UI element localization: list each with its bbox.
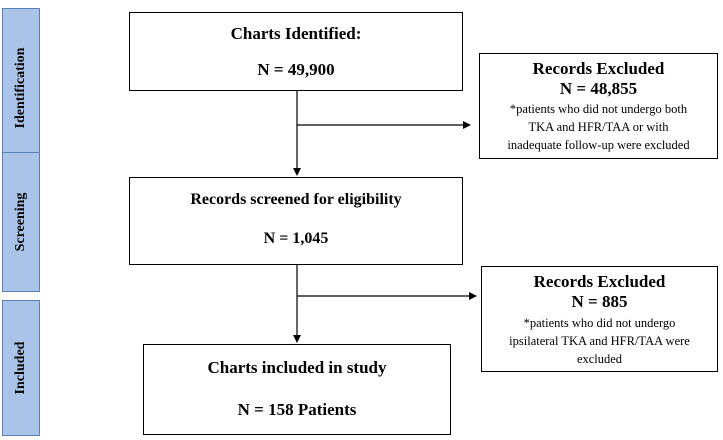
excluded-1-title: Records Excluded xyxy=(532,59,665,78)
excluded-1-note-line-2: TKA and HFR/TAA or with xyxy=(528,120,669,134)
screened-box: Records screened for eligibility N = 1,0… xyxy=(129,177,463,265)
identified-count: N = 49,900 xyxy=(257,60,335,79)
excluded-box-1: Records Excluded N = 48,855 *patients wh… xyxy=(479,53,718,159)
screened-count: N = 1,045 xyxy=(263,230,329,247)
included-title: Charts included in study xyxy=(207,358,387,377)
excluded-2-note-line-3: excluded xyxy=(576,352,623,366)
identified-title: Charts Identified: xyxy=(230,24,362,43)
phase-identification: Identification xyxy=(2,8,40,168)
excluded-1-note-line-1: *patients who did not undergo both xyxy=(509,102,688,116)
excluded-box-2: Records Excluded N = 885 *patients who d… xyxy=(481,266,718,372)
included-box: Charts included in study N = 158 Patient… xyxy=(143,344,451,435)
identified-box: Charts Identified: N = 49,900 xyxy=(129,12,463,91)
included-count: N = 158 Patients xyxy=(237,400,357,419)
phase-included: Included xyxy=(2,300,40,436)
phase-screening: Screening xyxy=(2,152,40,292)
excluded-2-count: N = 885 xyxy=(571,292,628,311)
excluded-1-note-line-3: inadequate follow-up were excluded xyxy=(507,138,690,152)
excluded-2-note-line-1: *patients who did not undergo xyxy=(523,316,676,330)
screened-title: Records screened for eligibility xyxy=(190,191,402,208)
excluded-2-note-line-2: ipsilateral TKA and HFR/TAA were xyxy=(509,334,690,348)
excluded-1-count: N = 48,855 xyxy=(559,79,638,98)
excluded-2-title: Records Excluded xyxy=(533,272,666,291)
